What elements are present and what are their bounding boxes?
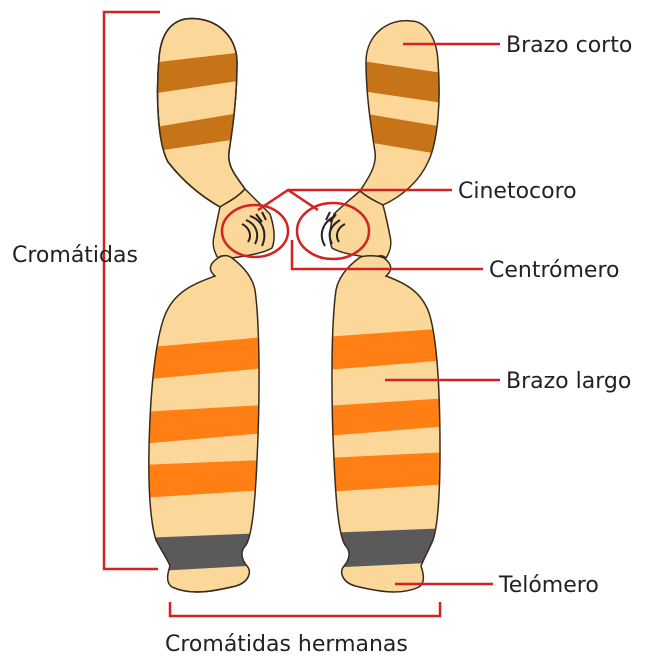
- label-cromatidas: Cromátidas: [12, 243, 138, 268]
- label-centromero: Centrómero: [489, 258, 619, 283]
- label-cromatidas-hermanas: Cromátidas hermanas: [165, 632, 408, 657]
- left-short-arm: [158, 18, 245, 207]
- label-telomero: Telómero: [498, 573, 599, 598]
- label-cinetocoro: Cinetocoro: [458, 179, 577, 204]
- cromatidas-hermanas-bracket: [170, 602, 440, 616]
- right-short-arm: [360, 21, 439, 205]
- left-chromatid: [140, 18, 274, 592]
- label-brazo-largo: Brazo largo: [506, 369, 631, 394]
- label-brazo-corto: Brazo corto: [506, 33, 632, 58]
- right-chromatid: [325, 21, 450, 592]
- right-telomere-shading: [325, 528, 450, 568]
